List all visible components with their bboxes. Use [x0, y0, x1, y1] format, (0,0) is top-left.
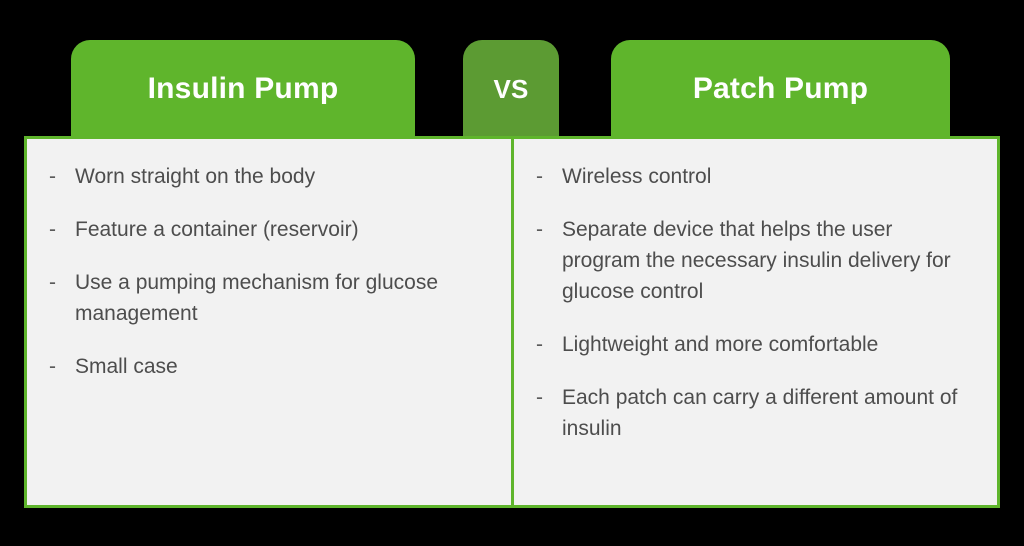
list-item: - Feature a container (reservoir) [49, 214, 493, 245]
list-item-text: Use a pumping mechanism for glucose mana… [75, 271, 439, 325]
dash-bullet-icon: - [49, 165, 56, 188]
tab-patch-pump[interactable]: Patch Pump [611, 40, 950, 137]
list-item-text: Wireless control [562, 165, 712, 188]
dash-bullet-icon: - [536, 333, 543, 356]
patch-pump-feature-list: - Wireless control - Separate device tha… [536, 161, 975, 444]
dash-bullet-icon: - [49, 218, 56, 241]
dash-bullet-icon: - [49, 271, 56, 294]
list-item-text: Feature a container (reservoir) [75, 218, 359, 241]
list-item: - Worn straight on the body [49, 161, 493, 192]
list-item-text: Separate device that helps the user prog… [562, 218, 951, 303]
list-item-text: Lightweight and more comfortable [562, 333, 879, 356]
dash-bullet-icon: - [49, 355, 56, 378]
list-item: - Use a pumping mechanism for glucose ma… [49, 267, 493, 329]
comparison-panel: - Worn straight on the body - Feature a … [24, 136, 1000, 508]
tab-patch-pump-label: Patch Pump [692, 71, 869, 105]
dash-bullet-icon: - [536, 165, 543, 188]
list-item: - Separate device that helps the user pr… [536, 214, 975, 307]
dash-bullet-icon: - [536, 386, 543, 409]
insulin-pump-feature-list: - Worn straight on the body - Feature a … [49, 161, 493, 382]
list-item-text: Worn straight on the body [75, 165, 316, 188]
list-item-text: Small case [75, 355, 178, 378]
tab-insulin-pump[interactable]: Insulin Pump [71, 40, 415, 137]
column-patch-pump: - Wireless control - Separate device tha… [514, 139, 997, 505]
column-divider [511, 139, 514, 505]
column-insulin-pump: - Worn straight on the body - Feature a … [27, 139, 511, 505]
list-item: - Small case [49, 351, 493, 382]
list-item: - Lightweight and more comfortable [536, 329, 975, 360]
tab-insulin-pump-label: Insulin Pump [147, 71, 339, 105]
tab-versus: VS [463, 40, 559, 137]
dash-bullet-icon: - [536, 218, 543, 241]
list-item-text: Each patch can carry a different amount … [562, 386, 958, 440]
tab-versus-label: VS [493, 73, 529, 104]
list-item: - Wireless control [536, 161, 975, 192]
list-item: - Each patch can carry a different amoun… [536, 382, 975, 444]
header-tabs-row: Insulin Pump VS Patch Pump [0, 0, 1024, 137]
